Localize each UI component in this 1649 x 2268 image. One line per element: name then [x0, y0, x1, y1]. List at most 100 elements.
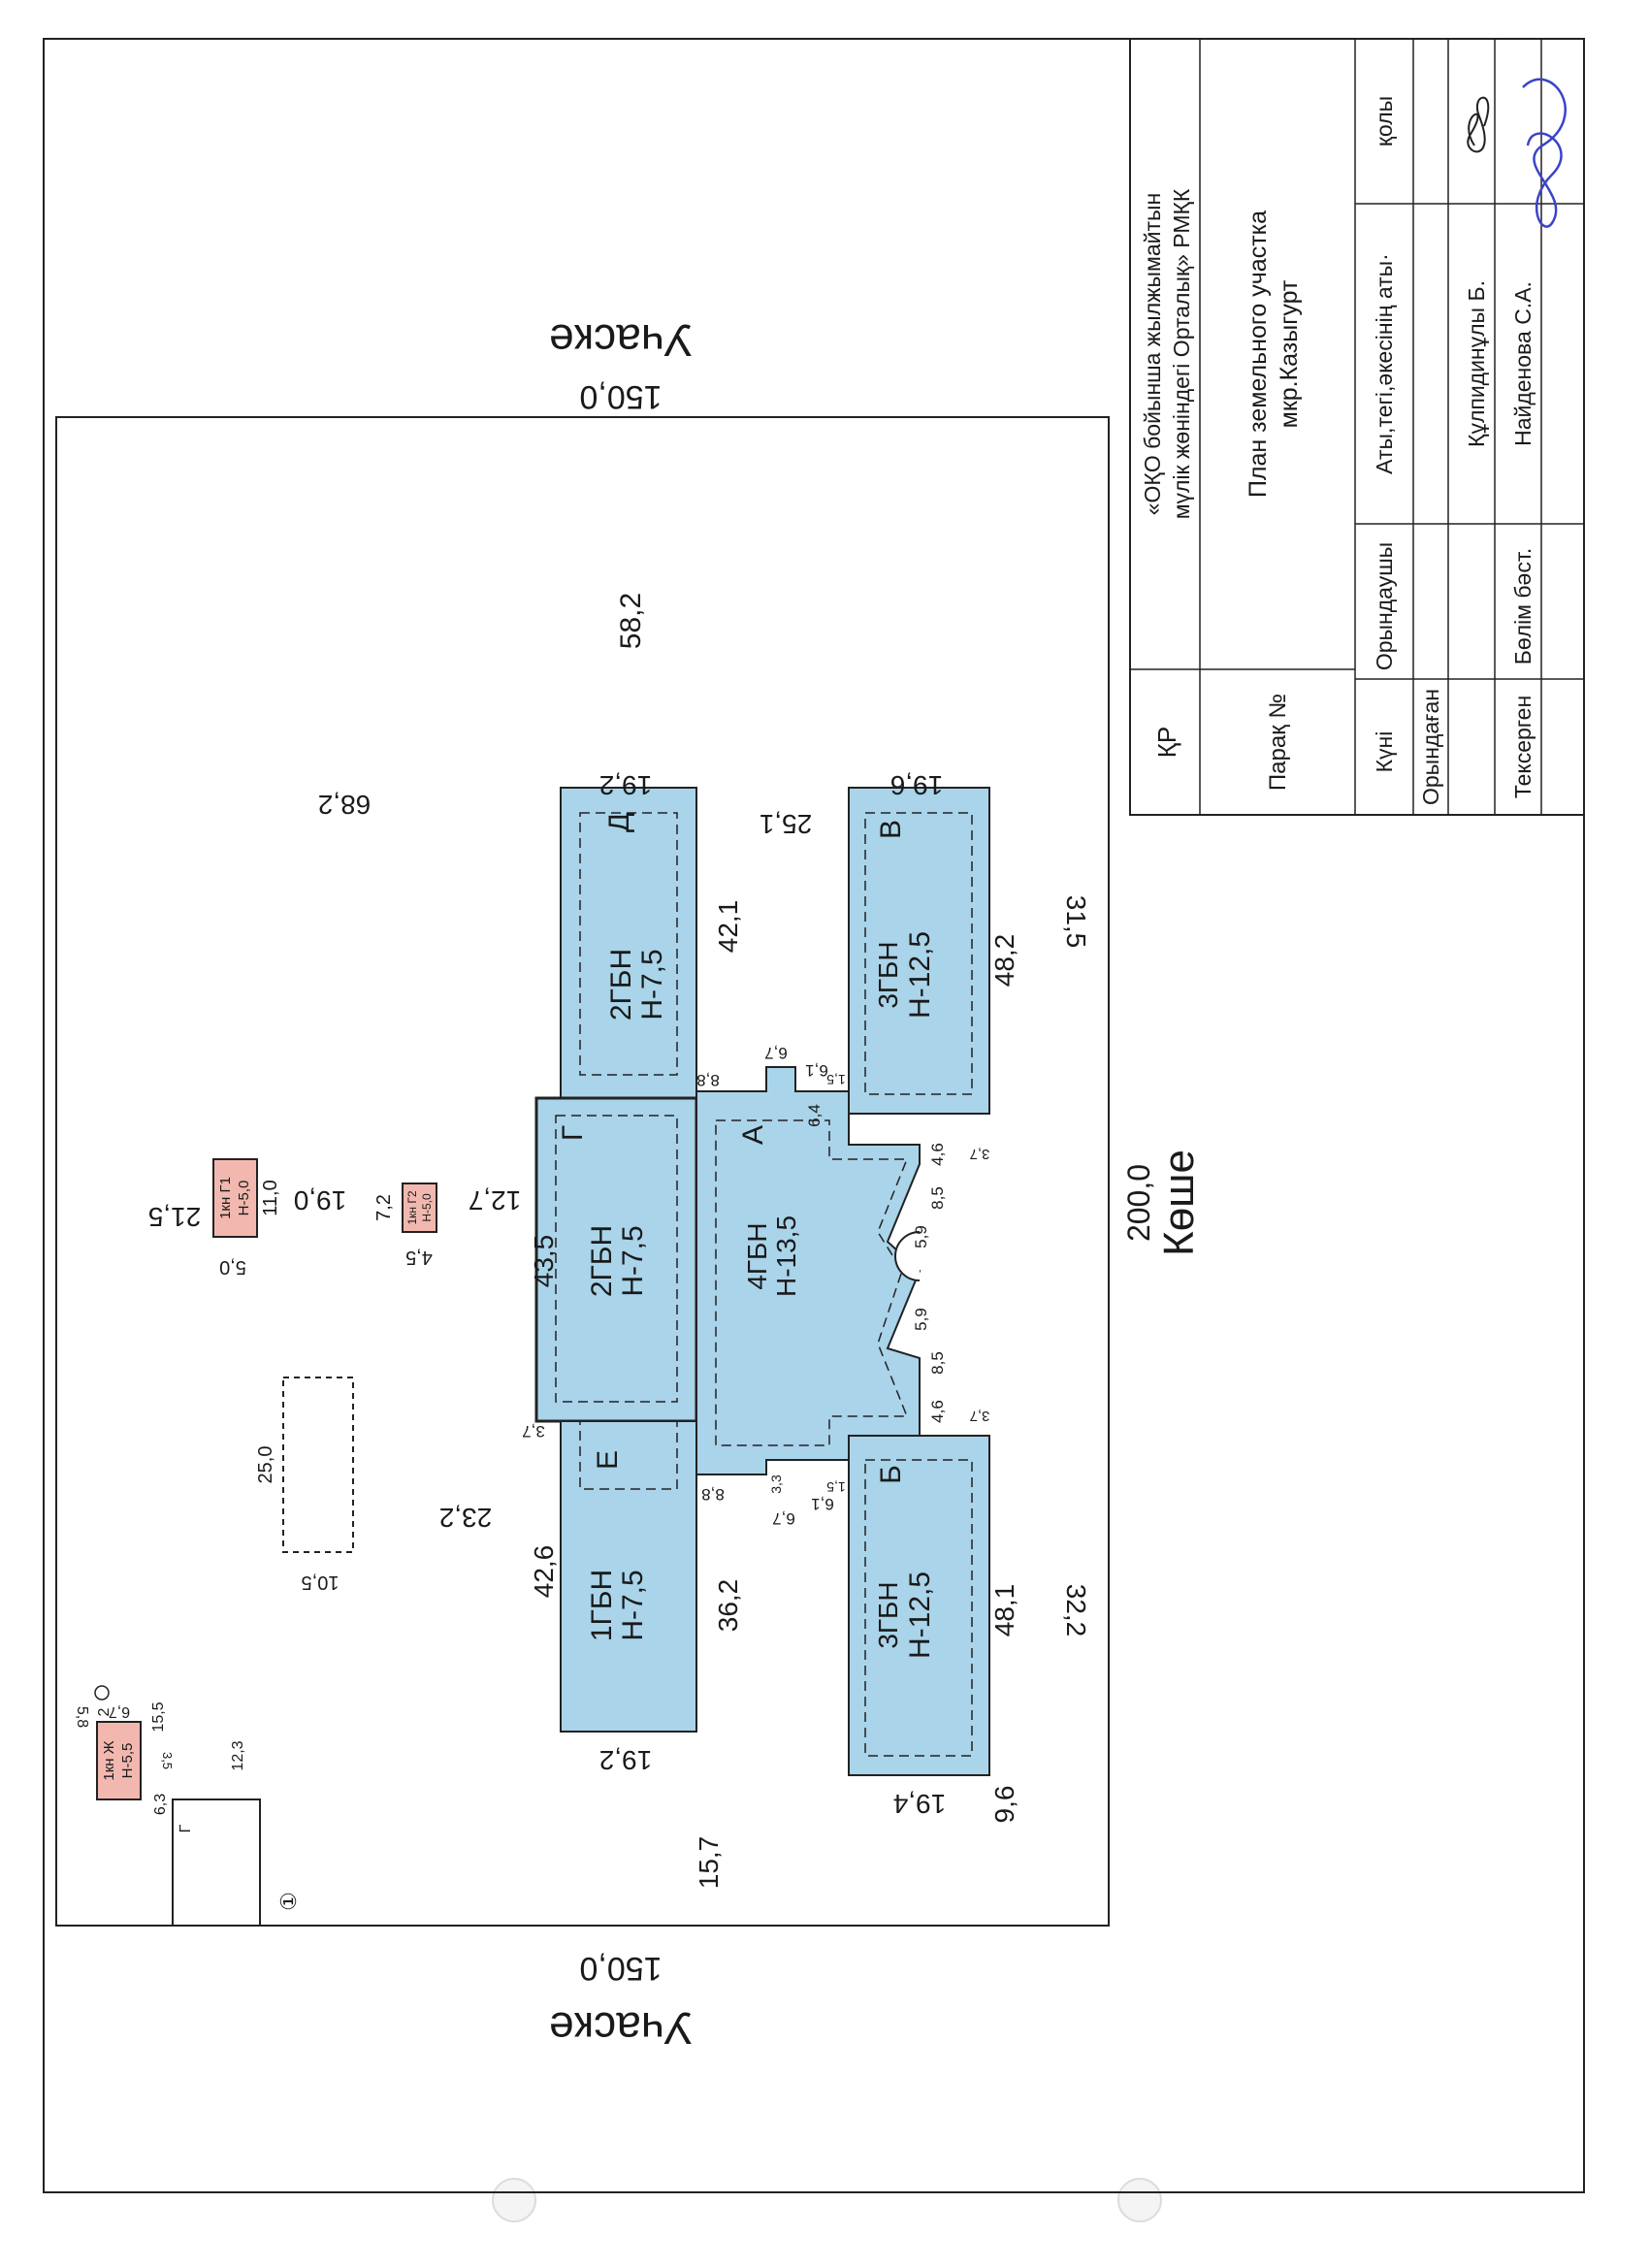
- signature-executor-icon: [1467, 96, 1490, 153]
- building-v-letter: В: [875, 820, 907, 839]
- dim-42-1: 42,1: [713, 900, 743, 954]
- dim-12-7: 12,7: [469, 1185, 522, 1215]
- punch-hole-right-icon: [1117, 2178, 1162, 2222]
- tb-org-line2: мүлік жөніндегі Орталық» РМҚК: [1169, 188, 1194, 519]
- dim-48-2: 48,2: [989, 934, 1019, 988]
- building-g-type: 2ГБН: [586, 1225, 618, 1297]
- dim-top-150: 150,0: [579, 378, 662, 415]
- tb-col-date: Күні: [1372, 731, 1397, 773]
- kiosk-g1-type: 1кн Г1: [217, 1177, 234, 1219]
- dim-10-5: 10,5: [302, 1571, 340, 1593]
- kiosk-g1-height: Н-5,0: [236, 1181, 252, 1216]
- kiosk-zh-type: 1кн Ж: [101, 1740, 117, 1780]
- dim-21-5: 21,5: [148, 1202, 202, 1232]
- title-block: ҚР «ОҚО бойынша жылжымайтын мүлік жөнінд…: [1129, 38, 1585, 816]
- building-d-type: 2ГБН: [605, 949, 637, 1021]
- building-a-type: 4ГБН: [742, 1222, 772, 1289]
- dim-43-5: 43,5: [529, 1235, 559, 1288]
- well-circle-label: 2: [96, 1707, 113, 1716]
- signature-checker-icon: [1522, 78, 1567, 228]
- tb-col-name: Аты,тегі,әкесінің аты·: [1372, 253, 1397, 474]
- kiosk-g2-height: Н-5,0: [420, 1193, 434, 1222]
- tb-sheet-no: Парақ №: [1265, 694, 1291, 791]
- dim-8-5a: 8,5: [928, 1186, 947, 1210]
- dim-19-6: 19,6: [890, 770, 944, 800]
- building-b-letter: Б: [875, 1465, 907, 1484]
- dim-9-6: 9,6: [989, 1786, 1019, 1824]
- tb-plan-title: План земельного участка: [1245, 211, 1272, 498]
- dim-7-2: 7,2: [373, 1194, 395, 1221]
- kiosk-zh-height: Н-5,5: [119, 1743, 136, 1779]
- dim-36-2: 36,2: [713, 1579, 743, 1633]
- dim-4-5: 4,5: [405, 1247, 433, 1268]
- dim-25-0: 25,0: [255, 1446, 276, 1484]
- dim-68-2: 68,2: [318, 790, 372, 820]
- dim-4-6a: 4,6: [928, 1143, 947, 1166]
- dim-6-4: 6,4: [805, 1104, 824, 1127]
- dim-19-0: 19,0: [294, 1185, 347, 1215]
- building-v: 3ГБН Н-12,5 В: [848, 787, 990, 1115]
- building-e-letter: Е: [592, 1450, 624, 1470]
- dim-6-3: 6,3: [152, 1794, 169, 1815]
- dim-6-7c: 6,7: [109, 1703, 130, 1720]
- dim-12-3: 12,3: [230, 1740, 246, 1770]
- building-g-letter: Г: [557, 1125, 589, 1141]
- tb-plan-location: мкр.Казыгурт: [1276, 279, 1303, 428]
- dim-1-5a: 1,5: [826, 1072, 846, 1087]
- kiosk-zh: 1кн Ж Н-5,5: [96, 1721, 142, 1800]
- dim-8-8a: 8,8: [696, 1071, 720, 1089]
- tb-col-performer: Орындаушы: [1372, 542, 1397, 670]
- tb-row-checked: Тексерген: [1510, 696, 1536, 798]
- dim-3-7a: 3,7: [970, 1146, 990, 1162]
- neighbor-bottom-label: Учаске: [549, 2003, 693, 2054]
- building-b-type: 3ГБН: [873, 1581, 903, 1648]
- dim-11-0: 11,0: [260, 1180, 281, 1215]
- dim-48-1: 48,1: [989, 1584, 1019, 1637]
- tb-row-executed: Орындаған: [1418, 689, 1443, 805]
- building-d-letter: Д: [603, 813, 635, 832]
- building-b: 3ГБН Н-12,5 Б: [848, 1435, 990, 1776]
- planned-footprint: [282, 1377, 354, 1553]
- dim-25-1: 25,1: [760, 809, 813, 839]
- point-1-mark: ①: [276, 1892, 301, 1911]
- dim-6-1a: 6,1: [805, 1061, 828, 1080]
- dim-5-8: 5,8: [74, 1706, 90, 1728]
- tb-country: ҚР: [1152, 727, 1181, 759]
- dim-6-7b: 6,7: [772, 1509, 795, 1528]
- dim-4-6b: 4,6: [928, 1400, 947, 1423]
- dim-5-9a: 5,9: [912, 1225, 930, 1248]
- dim-8-8b: 8,8: [701, 1485, 725, 1504]
- shed-small-g-letter: Г: [178, 1824, 194, 1832]
- building-g: 2ГБН Н-7,5 Г: [534, 1096, 698, 1423]
- dim-19-4: 19,4: [893, 1789, 947, 1819]
- tb-org-line1: «ОҚО бойынша жылжымайтын: [1140, 193, 1165, 516]
- building-e-height: Н-7,5: [617, 1570, 649, 1640]
- tb-col-signature: қолы: [1372, 96, 1397, 146]
- dim-19-2-bot: 19,2: [599, 1745, 653, 1775]
- building-v-height: Н-12,5: [904, 931, 936, 1019]
- building-a: 4ГБН Н-13,5 А: [695, 1066, 922, 1475]
- tb-checker-name: Найденова С.А.: [1510, 281, 1536, 446]
- dim-3-7b: 3,7: [970, 1408, 990, 1424]
- dim-3-5: 3,5: [160, 1752, 175, 1769]
- building-d: 2ГБН Н-7,5 Д: [560, 787, 697, 1099]
- dim-5-9b: 5,9: [912, 1308, 930, 1331]
- kiosk-g2-type: 1кн Г2: [405, 1190, 419, 1224]
- kiosk-g2: 1кн Г2 Н-5,0: [402, 1183, 437, 1233]
- well-circle-icon: [94, 1685, 110, 1701]
- building-v-type: 3ГБН: [873, 941, 903, 1008]
- tb-dept-head: Бөлім бәст.: [1510, 548, 1536, 664]
- tb-executor-name: Құлпидинұлы Б.: [1464, 280, 1489, 447]
- dim-3-7c: 3,7: [522, 1422, 545, 1441]
- dim-6-1b: 6,1: [811, 1495, 834, 1513]
- sheet-frame: [43, 38, 1585, 2193]
- street-label: Көше: [1155, 1150, 1203, 1256]
- neighbor-top-label: Учаске: [549, 315, 693, 366]
- dim-right-200: 200,0: [1121, 1164, 1156, 1242]
- dim-31-5: 31,5: [1061, 895, 1091, 949]
- dim-6-7a: 6,7: [764, 1044, 788, 1062]
- dim-32-2: 32,2: [1061, 1584, 1091, 1637]
- building-d-height: Н-7,5: [636, 949, 668, 1020]
- kiosk-g1: 1кн Г1 Н-5,0: [212, 1158, 258, 1238]
